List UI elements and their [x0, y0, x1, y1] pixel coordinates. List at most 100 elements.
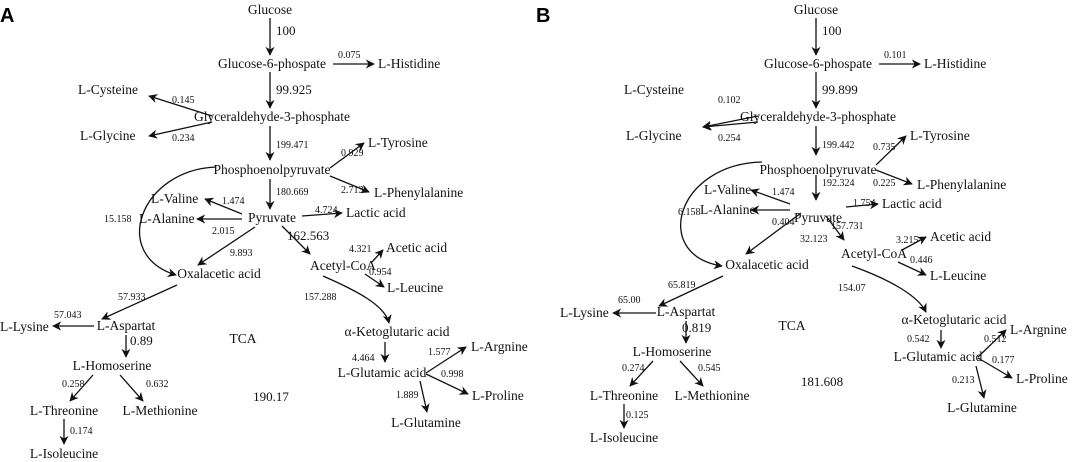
flux-asp-homoserine: 0.819 [682, 320, 711, 335]
flux-acetyl-acetic: 4.321 [349, 244, 372, 255]
flux-pyr-alanine: 2.015 [212, 226, 235, 237]
node-gap: Glyceraldehyde-3-phosphate [194, 109, 350, 124]
glu-to-argnine-arrow [425, 346, 467, 374]
node-cysteine: L-Cysteine [624, 82, 684, 97]
hom-to-methionine-arrow [119, 374, 144, 402]
gap-to-glycine-arrow [148, 121, 213, 139]
node-threonine: L-Threonine [590, 388, 658, 403]
flux-g6p-gap: 99.925 [276, 82, 312, 97]
pyr-to-acetylcoa-arrow [281, 225, 311, 255]
flux-gap-cysteine: 0.102 [718, 95, 741, 106]
flux-hom-threonine: 0.274 [622, 363, 645, 374]
flux-glu-glutamine: 0.213 [952, 375, 975, 386]
panel-b-label: B [536, 5, 550, 27]
node-alanine: L-Alanine [139, 211, 194, 226]
flux-glu-proline: 0.177 [992, 355, 1015, 366]
node-isoleucine: L-Isoleucine [590, 430, 658, 445]
node-threonine: L-Threonine [30, 403, 98, 418]
glu-to-glutamine-arrow [975, 365, 987, 399]
pep-to-tyrosine-arrow [875, 135, 907, 166]
flux-gap-glycine: 0.254 [718, 133, 741, 144]
node-leucine: L-Leucine [930, 268, 986, 283]
node-tca: TCA [230, 331, 257, 346]
hom-to-threonine-arrow [629, 360, 654, 387]
node-phenylalanine: L-Phenylalanine [917, 177, 1006, 192]
acetyl-to-leucine-arrow [364, 273, 385, 288]
node-cysteine: L-Cysteine [78, 82, 138, 97]
acetyl-to-acetic-arrow [371, 249, 384, 263]
flux-acetyl-akg: 157.288 [304, 292, 337, 303]
hom-to-methionine-arrow [679, 360, 704, 387]
node-proline: L-Proline [1016, 371, 1068, 386]
flux-pyr-lactic: 4.724 [315, 205, 338, 216]
node-glutamic: L-Glutamic acid [338, 365, 427, 380]
acetyl-to-acetic-arrow [901, 236, 927, 251]
flux-glu-argnine: 0.512 [984, 334, 1007, 345]
node-leucine: L-Leucine [387, 280, 443, 295]
hom-to-threonine-arrow [69, 374, 94, 402]
node-aspartat: L-Aspartat [97, 318, 156, 333]
flux-pyr-alanine: 0.404 [772, 217, 795, 228]
flux-acetyl-leucine: 0.446 [910, 255, 933, 266]
gap-to-cysteine-arrow [702, 115, 759, 130]
node-phenylalanine: L-Phenylalanine [374, 185, 463, 200]
flux-tca: 181.608 [801, 374, 843, 389]
node-aspartat: L-Aspartat [657, 304, 716, 319]
pyr-to-valine-arrow [750, 188, 791, 205]
node-glutamine: L-Glutamine [391, 415, 461, 430]
flux-gap-cysteine: 0.145 [172, 95, 195, 106]
flux-g6p-gap: 99.899 [822, 82, 858, 97]
node-acetic: Acetic acid [386, 240, 447, 255]
pep-to-oxalacetic-arrow [680, 161, 763, 270]
node-lysine: L-Lysine [0, 319, 49, 334]
node-methionine: L-Methionine [123, 403, 198, 418]
node-glucose: Glucose [248, 2, 292, 17]
flux-g6p-histidine: 0.101 [884, 50, 907, 61]
flux-gap-pep: 199.471 [276, 140, 309, 151]
node-valine: L-Valine [151, 191, 198, 206]
oxal-to-aspartat-arrow [658, 275, 724, 307]
flux-hom-methionine: 0.632 [146, 379, 169, 390]
flux-asp-lysine: 57.043 [54, 310, 82, 321]
flux-asp-lysine: 65.00 [618, 295, 641, 306]
node-akg: α-Ketoglutaric acid [902, 312, 1007, 327]
node-glutamine: L-Glutamine [947, 400, 1017, 415]
node-lactic: Lactic acid [882, 196, 942, 211]
node-gap: Glyceraldehyde-3-phosphate [740, 109, 896, 124]
flux-glu-argnine: 1.577 [428, 347, 451, 358]
pyr-to-valine-arrow [204, 197, 243, 215]
flux-tca: 190.17 [253, 389, 289, 404]
node-argnine: L-Argnine [471, 339, 528, 354]
node-oxalacetic: Oxalacetic acid [177, 266, 261, 281]
flux-asp-homoserine: 0.89 [130, 333, 153, 348]
node-lysine: L-Lysine [560, 305, 609, 320]
oxal-to-aspartat-arrow [101, 284, 178, 320]
flux-akg-glutamic: 0.542 [907, 334, 930, 345]
pyr-to-lactic-arrow [301, 209, 343, 219]
node-glycine: L-Glycine [626, 128, 681, 143]
flux-hom-methionine: 0.545 [698, 363, 721, 374]
flux-glu-proline: 0.998 [441, 369, 464, 380]
node-pyruvate: Pyruvate [794, 210, 842, 225]
node-lactic: Lactic acid [346, 205, 406, 220]
flux-pep-phenylalanine: 2.713 [341, 185, 364, 196]
flux-pyr-oxalacetic: 9.893 [230, 248, 253, 259]
flux-pep-oxalacetic: 6.158 [678, 207, 701, 218]
flux-pyr-acetylcoa: 162.563 [287, 228, 329, 243]
flux-hom-threonine: 0.258 [62, 379, 85, 390]
flux-pyr-lactic: 1.754 [853, 198, 876, 209]
flux-pep-oxalacetic: 15.158 [104, 214, 132, 225]
node-glutamic: L-Glutamic acid [894, 349, 983, 364]
acetyl-to-akg-arrow [322, 275, 392, 324]
flux-pep-tyrosine: 0.929 [341, 148, 364, 159]
node-isoleucine: L-Isoleucine [30, 446, 98, 461]
node-acetylcoa: Acetyl-CoA [841, 246, 907, 261]
pep-to-tyrosine-arrow [329, 142, 365, 169]
node-proline: L-Proline [472, 388, 524, 403]
node-g6p: Glucose-6-phospate [218, 56, 326, 71]
flux-acetyl-leucine: 0.954 [369, 267, 392, 278]
flux-acetyl-akg: 154.07 [838, 283, 866, 294]
flux-pyr-valine: 1.474 [772, 187, 795, 198]
